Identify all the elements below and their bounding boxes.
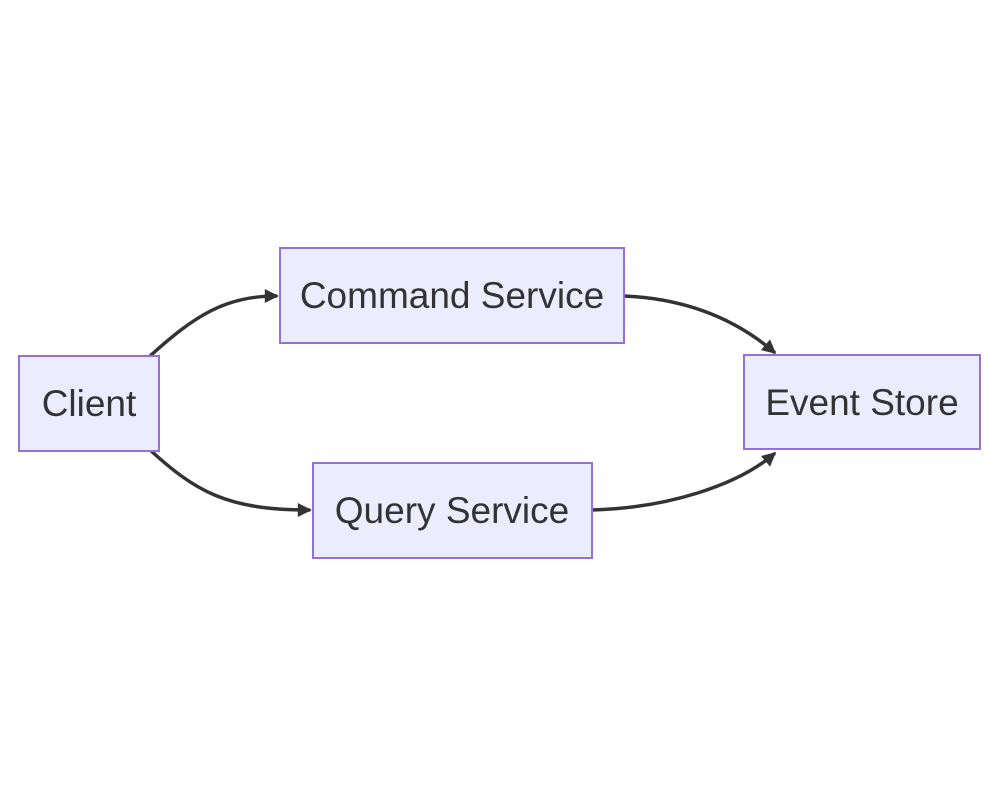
- node-client-label: Client: [42, 383, 137, 424]
- node-client-box: [18, 355, 160, 452]
- node-command-service-box: [279, 247, 625, 344]
- node-query-service-label: Query Service: [335, 490, 569, 531]
- node-client: Client: [18, 355, 160, 452]
- edge-client-to-query-service: [147, 447, 312, 517]
- edge-command-service-to-event-store: [622, 294, 777, 354]
- node-query-service: Query Service: [312, 462, 593, 559]
- edge-query-service-to-event-store: [590, 452, 777, 512]
- node-event-store: Event Store: [743, 354, 981, 450]
- node-command-service: Command Service: [279, 247, 625, 344]
- node-event-store-label: Event Store: [765, 382, 958, 423]
- node-query-service-box: [312, 462, 593, 559]
- node-event-store-box: [743, 354, 981, 450]
- edge-client-to-command-service: [147, 289, 279, 359]
- node-command-service-label: Command Service: [300, 275, 604, 316]
